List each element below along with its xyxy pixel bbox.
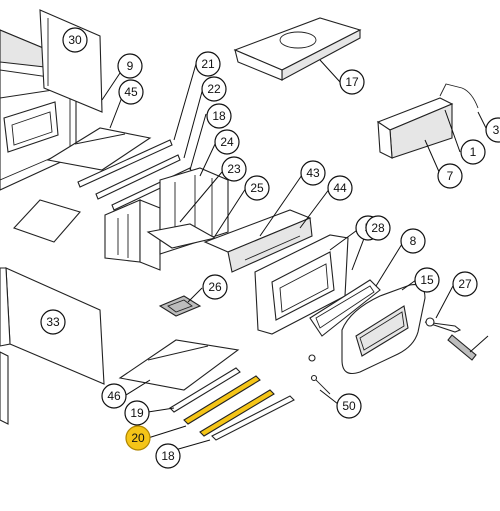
baffle-board-45 [46,127,152,171]
callout-17: 17 [339,69,365,95]
door-handle-27 [424,317,477,361]
door-8 [341,283,426,375]
callout-21: 21 [195,51,221,77]
callout-7: 7 [437,163,463,189]
callout-7-label: 7 [447,169,454,183]
callout-44-label: 44 [333,181,347,195]
callout-18-bottom: 18 [155,443,181,469]
callout-30-label: 30 [68,33,82,47]
callout-28: 28 [365,215,391,241]
callout-44: 44 [327,175,353,201]
callout-25-label: 25 [250,181,264,195]
callout-1-label: 1 [470,145,477,159]
floor-plate [13,199,81,243]
callout-15: 15 [414,267,440,293]
callout-18-top: 18 [206,103,232,129]
callout-46: 46 [101,383,127,409]
callout-18-bottom-label: 18 [161,449,175,463]
callout-46-label: 46 [107,389,121,403]
door-screws-50 [308,354,331,395]
callout-22-label: 22 [207,82,221,96]
callout-45: 45 [118,79,144,105]
rear-edge [0,351,9,425]
callout-26-label: 26 [208,280,222,294]
callout-33-label: 33 [46,315,60,329]
callout-24: 24 [214,129,240,155]
callout-24-label: 24 [220,135,234,149]
callout-27-label: 27 [458,277,472,291]
callout-15-label: 15 [420,273,434,287]
top-plate-17 [233,17,362,81]
callout-22: 22 [201,76,227,102]
callout-23: 23 [221,156,247,182]
callout-1: 1 [460,139,486,165]
door-glass-28 [309,279,381,337]
callout-8-label: 8 [410,234,417,248]
callout-3: 3 [485,117,500,143]
callout-26: 26 [202,274,228,300]
callout-43-label: 43 [306,166,320,180]
callout-45-label: 45 [124,85,138,99]
callout-25: 25 [244,175,270,201]
callout-33: 33 [40,309,66,335]
callout-19-label: 19 [130,406,144,420]
callout-28-label: 28 [371,221,385,235]
callout-17-label: 17 [345,75,359,89]
callout-43: 43 [300,160,326,186]
ash-pan-26 [158,295,202,317]
blower-7 [376,83,479,159]
callout-8: 8 [400,228,426,254]
leader-lines [101,59,489,453]
callout-9: 9 [117,53,143,79]
rods-bottom [169,367,295,441]
firebrick-assembly [104,167,229,271]
callout-18-top-label: 18 [212,109,226,123]
baffle-board-46 [118,339,240,391]
callout-20: 20 [125,425,151,451]
callout-23-label: 23 [227,162,241,176]
callout-20-label: 20 [131,431,145,445]
callout-50-label: 50 [342,399,356,413]
callout-3-label: 3 [493,123,500,137]
callout-9-label: 9 [127,59,134,73]
callout-21-label: 21 [201,57,215,71]
callout-30: 30 [62,27,88,53]
shelf-43 [203,209,313,273]
callout-19: 19 [124,400,150,426]
callout-50: 50 [336,393,362,419]
callout-27: 27 [452,271,478,297]
